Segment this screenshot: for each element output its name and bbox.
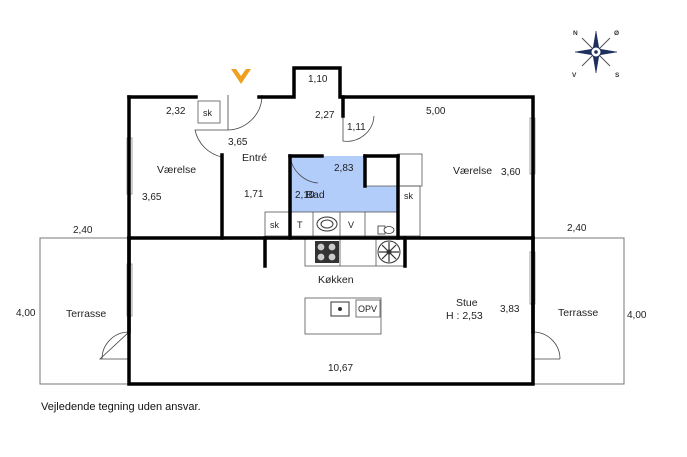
entrance-chevron-icon xyxy=(231,69,251,84)
dim-3-60: 3,60 xyxy=(501,167,521,178)
island-sink-icon xyxy=(330,301,350,317)
dimension-labels: 1,10 2,32 2,27 5,00 1,11 3,65 2,83 2,10 … xyxy=(16,74,647,374)
dim-1-71: 1,71 xyxy=(244,189,264,200)
dim-4-00-right: 4,00 xyxy=(627,310,647,321)
label-sk-right: sk xyxy=(404,191,414,201)
terrace-outlines xyxy=(39,237,625,385)
fixture-labels: sk sk T V sk OPV xyxy=(203,108,414,314)
dim-2-40-right: 2,40 xyxy=(567,223,587,234)
dim-2-83: 2,83 xyxy=(334,163,354,174)
dim-2-10: 2,10 xyxy=(295,190,315,201)
label-sk-entry: sk xyxy=(203,108,213,118)
dim-2-27: 2,27 xyxy=(315,110,335,121)
room-vaerelse-right: Værelse xyxy=(453,165,492,177)
compass-v: V xyxy=(572,72,577,79)
stove-icon xyxy=(315,241,339,263)
room-bad: Bad xyxy=(306,189,325,201)
toilet-icon xyxy=(377,225,395,235)
room-stue: Stue xyxy=(456,297,478,309)
dim-1-11: 1,11 xyxy=(347,122,366,133)
opv-box xyxy=(355,299,381,318)
label-t: T xyxy=(297,220,303,230)
dim-10-67: 10,67 xyxy=(328,363,353,374)
sink-icon xyxy=(316,216,338,232)
label-sk-counter: sk xyxy=(270,220,280,230)
dim-1-10: 1,10 xyxy=(308,74,328,85)
label-v: V xyxy=(348,220,354,230)
terrace-right-outline xyxy=(533,237,625,385)
dim-3-83: 3,83 xyxy=(500,304,520,315)
vaerelse-right-closet xyxy=(397,153,423,187)
compass-s: S xyxy=(615,72,620,79)
dim-3-65-top: 3,65 xyxy=(228,137,248,148)
dim-5-00: 5,00 xyxy=(426,106,446,117)
range-hood-fan-icon xyxy=(377,240,401,264)
room-entre: Entré xyxy=(242,152,267,164)
dim-4-00-left: 4,00 xyxy=(16,308,36,319)
room-terrasse-right: Terrasse xyxy=(558,307,598,319)
compass-o: Ø xyxy=(614,30,619,37)
room-stue-height: H : 2,53 xyxy=(446,310,483,322)
room-vaerelse-left: Værelse xyxy=(157,164,196,176)
kitchen-fixtures xyxy=(197,100,423,335)
disclaimer-text: Vejledende tegning uden ansvar. xyxy=(41,401,201,413)
terrace-left-outline xyxy=(39,237,129,385)
dim-3-65-left: 3,65 xyxy=(142,192,162,203)
dim-2-40-left: 2,40 xyxy=(73,225,93,236)
compass-n: N xyxy=(573,30,578,37)
room-kokken: Køkken xyxy=(318,274,354,286)
label-opv: OPV xyxy=(358,304,377,314)
compass-rose-icon: N Ø V S xyxy=(572,30,620,79)
room-labels: Værelse Entré Bad Værelse Køkken Stue H … xyxy=(66,152,598,322)
dim-2-32: 2,32 xyxy=(166,106,186,117)
sk-cabinet-entry xyxy=(197,100,221,124)
room-terrasse-left: Terrasse xyxy=(66,308,106,320)
